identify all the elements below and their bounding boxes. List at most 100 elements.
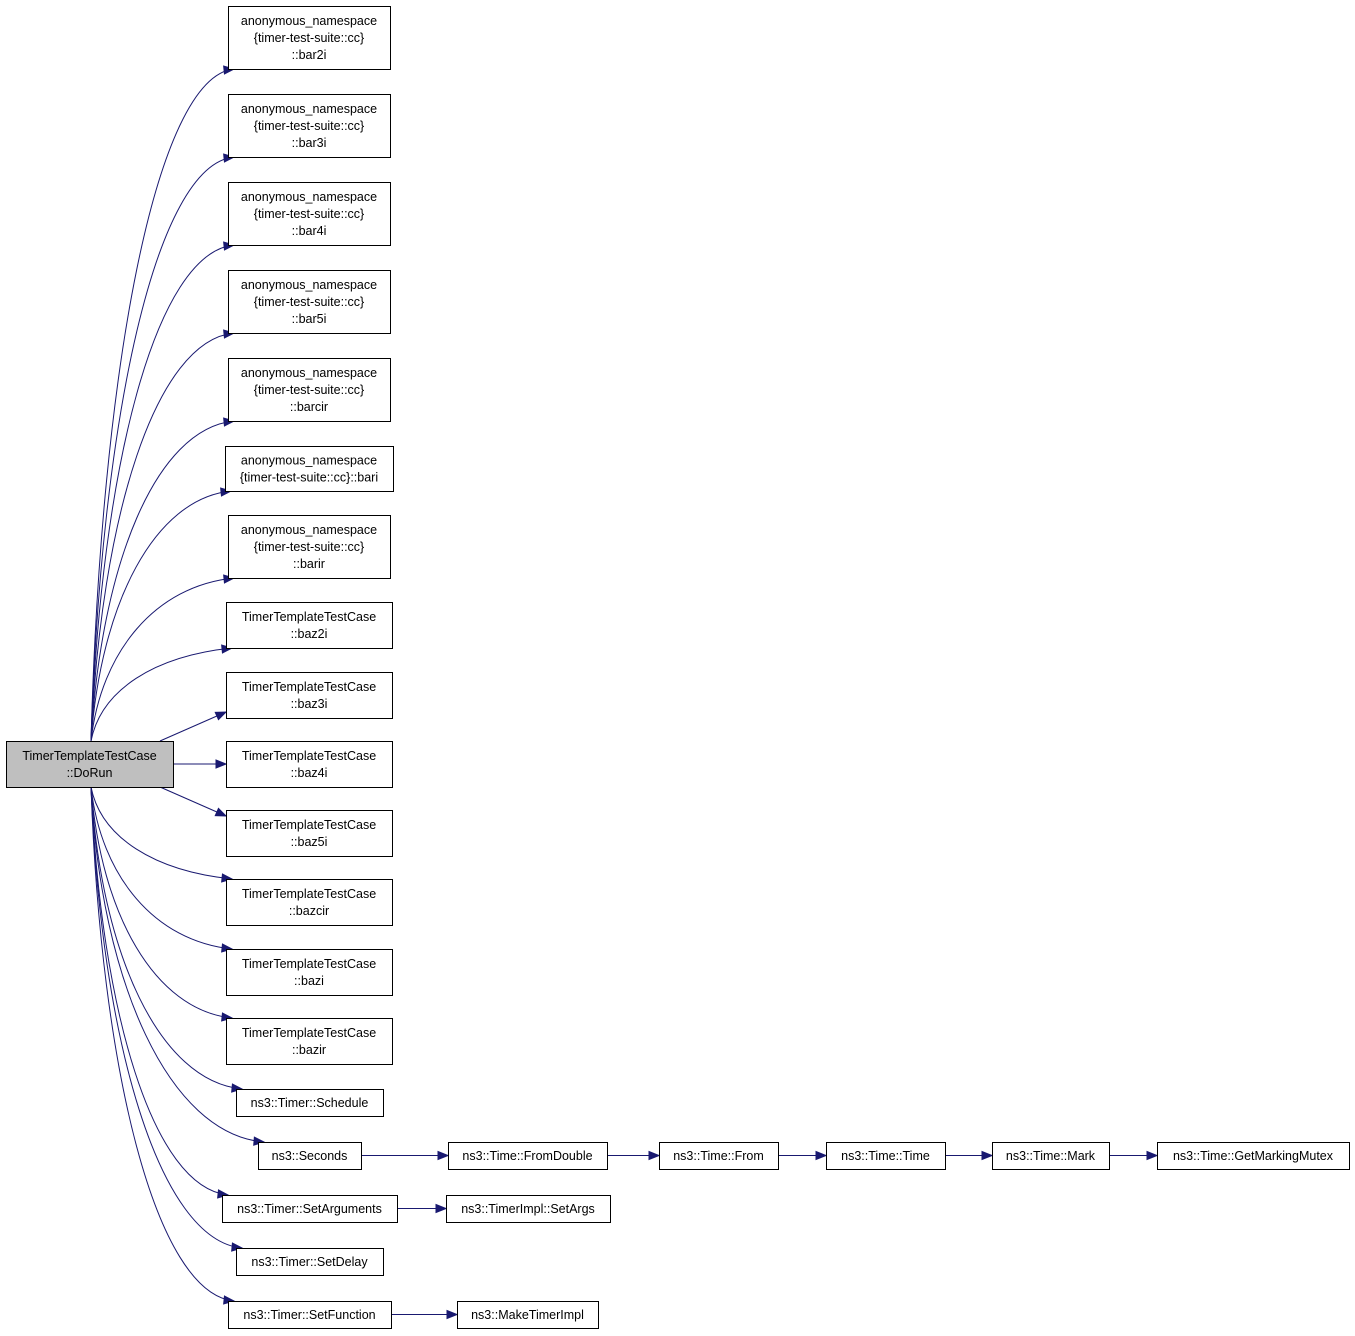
- node-box: [258, 1142, 362, 1170]
- node-barir[interactable]: anonymous_namespace{timer-test-suite::cc…: [228, 515, 391, 579]
- node-box: [226, 741, 393, 788]
- node-label-line: TimerTemplateTestCase: [242, 749, 376, 763]
- edge-line: [90, 786, 235, 1302]
- arrowhead: [215, 759, 228, 769]
- node-label-line: anonymous_namespace: [241, 523, 377, 537]
- node-label-line: anonymous_namespace: [241, 278, 377, 292]
- node-box: [826, 1142, 946, 1170]
- node-setargs[interactable]: ns3::TimerImpl::SetArgs: [446, 1195, 611, 1223]
- node-box: [228, 1301, 392, 1329]
- node-box: [226, 949, 393, 996]
- edge-line: [90, 786, 265, 1143]
- edge-dorun-bazi: [90, 786, 234, 953]
- arrowhead: [981, 1150, 994, 1161]
- node-getmarkingmutex[interactable]: ns3::Time::GetMarkingMutex: [1157, 1142, 1350, 1170]
- node-box: [228, 270, 391, 334]
- edge-line: [90, 68, 235, 742]
- node-setarguments[interactable]: ns3::Timer::SetArguments: [222, 1195, 398, 1223]
- node-label-line: ns3::Timer::SetArguments: [237, 1202, 382, 1216]
- node-baz4i[interactable]: TimerTemplateTestCase::baz4i: [226, 741, 393, 788]
- edge-dorun-baz5i: [159, 786, 228, 817]
- node-barcir[interactable]: anonymous_namespace{timer-test-suite::cc…: [228, 358, 391, 422]
- node-dorun[interactable]: TimerTemplateTestCase::DoRun: [6, 741, 174, 788]
- node-baz2i[interactable]: TimerTemplateTestCase::baz2i: [226, 602, 393, 649]
- node-label-line: {timer-test-suite::cc}: [254, 119, 364, 133]
- edge-line: [90, 156, 235, 742]
- node-time[interactable]: ns3::Time::Time: [826, 1142, 946, 1170]
- node-label-line: ::bar5i: [292, 312, 327, 326]
- node-seconds[interactable]: ns3::Seconds: [258, 1142, 362, 1170]
- node-label-line: {timer-test-suite::cc}: [254, 540, 364, 554]
- node-label-line: ns3::Time::Time: [841, 1149, 930, 1163]
- node-bazcir[interactable]: TimerTemplateTestCase::bazcir: [226, 879, 393, 926]
- node-box: [226, 810, 393, 857]
- node-bar3i[interactable]: anonymous_namespace{timer-test-suite::cc…: [228, 94, 391, 158]
- edge-setfunction-maketimerimpl: [391, 1309, 459, 1320]
- node-label-line: ::DoRun: [67, 766, 113, 780]
- node-label-line: ns3::Time::Mark: [1006, 1149, 1096, 1163]
- node-mark[interactable]: ns3::Time::Mark: [992, 1142, 1110, 1170]
- node-schedule[interactable]: ns3::Timer::Schedule: [236, 1089, 384, 1117]
- edge-dorun-schedule: [90, 786, 244, 1093]
- node-bar2i[interactable]: anonymous_namespace{timer-test-suite::cc…: [228, 6, 391, 70]
- node-box: [228, 182, 391, 246]
- edge-line: [90, 786, 233, 950]
- node-baz5i[interactable]: TimerTemplateTestCase::baz5i: [226, 810, 393, 857]
- node-label-line: anonymous_namespace: [241, 102, 377, 116]
- node-bar5i[interactable]: anonymous_namespace{timer-test-suite::cc…: [228, 270, 391, 334]
- node-box: [457, 1301, 599, 1329]
- edge-time-mark: [945, 1150, 994, 1161]
- edge-line: [90, 786, 229, 1196]
- node-maketimerimpl[interactable]: ns3::MakeTimerImpl: [457, 1301, 599, 1329]
- node-bar4i[interactable]: anonymous_namespace{timer-test-suite::cc…: [228, 182, 391, 246]
- arrowhead: [815, 1150, 828, 1161]
- edge-dorun-bazcir: [90, 786, 234, 883]
- node-bazi[interactable]: TimerTemplateTestCase::bazi: [226, 949, 393, 996]
- arrowhead: [1146, 1150, 1159, 1161]
- node-from[interactable]: ns3::Time::From: [659, 1142, 779, 1170]
- arrowhead: [214, 807, 228, 817]
- node-label-line: ::barir: [293, 557, 325, 571]
- node-label-line: TimerTemplateTestCase: [242, 680, 376, 694]
- edge-dorun-bar5i: [90, 329, 236, 742]
- node-label-line: ns3::Timer::SetFunction: [243, 1308, 375, 1322]
- node-baz3i[interactable]: TimerTemplateTestCase::baz3i: [226, 672, 393, 719]
- node-label-line: ns3::Time::From: [673, 1149, 764, 1163]
- node-label-line: TimerTemplateTestCase: [242, 887, 376, 901]
- node-label-line: ::baz3i: [291, 697, 328, 711]
- node-fromdouble[interactable]: ns3::Time::FromDouble: [448, 1142, 608, 1170]
- node-box: [228, 515, 391, 579]
- edge-line: [90, 420, 235, 742]
- node-label-line: ::baz2i: [291, 627, 328, 641]
- node-label-line: ns3::Timer::SetDelay: [251, 1255, 368, 1269]
- node-label-line: ns3::Time::FromDouble: [462, 1149, 592, 1163]
- edge-line: [90, 332, 235, 742]
- node-label-line: ::bazir: [292, 1043, 326, 1057]
- edge-dorun-baz3i: [159, 711, 228, 742]
- edge-dorun-baz4i: [173, 759, 228, 769]
- node-setfunction[interactable]: ns3::Timer::SetFunction: [228, 1301, 392, 1329]
- edge-dorun-setdelay: [90, 786, 244, 1252]
- node-box: [448, 1142, 608, 1170]
- node-box: [228, 94, 391, 158]
- edge-line: [90, 647, 233, 742]
- edge-line: [90, 786, 233, 1019]
- node-label-line: ::bar4i: [292, 224, 327, 238]
- node-label-line: TimerTemplateTestCase: [242, 957, 376, 971]
- node-label-line: ns3::MakeTimerImpl: [471, 1308, 584, 1322]
- node-box: [226, 672, 393, 719]
- edge-setarguments-setargs: [397, 1203, 448, 1214]
- node-setdelay[interactable]: ns3::Timer::SetDelay: [236, 1248, 384, 1276]
- arrowhead: [437, 1150, 450, 1161]
- node-label-line: ns3::Seconds: [272, 1149, 348, 1163]
- edge-line: [159, 786, 227, 817]
- node-label-line: anonymous_namespace: [241, 14, 377, 28]
- node-label-line: anonymous_namespace: [241, 366, 377, 380]
- node-box: [6, 741, 174, 788]
- edge-seconds-fromdouble: [361, 1150, 450, 1161]
- node-box: [1157, 1142, 1350, 1170]
- node-label-line: {timer-test-suite::cc}: [254, 207, 364, 221]
- node-bazir[interactable]: TimerTemplateTestCase::bazir: [226, 1018, 393, 1065]
- edge-line: [90, 786, 233, 880]
- node-bari[interactable]: anonymous_namespace{timer-test-suite::cc…: [225, 446, 394, 492]
